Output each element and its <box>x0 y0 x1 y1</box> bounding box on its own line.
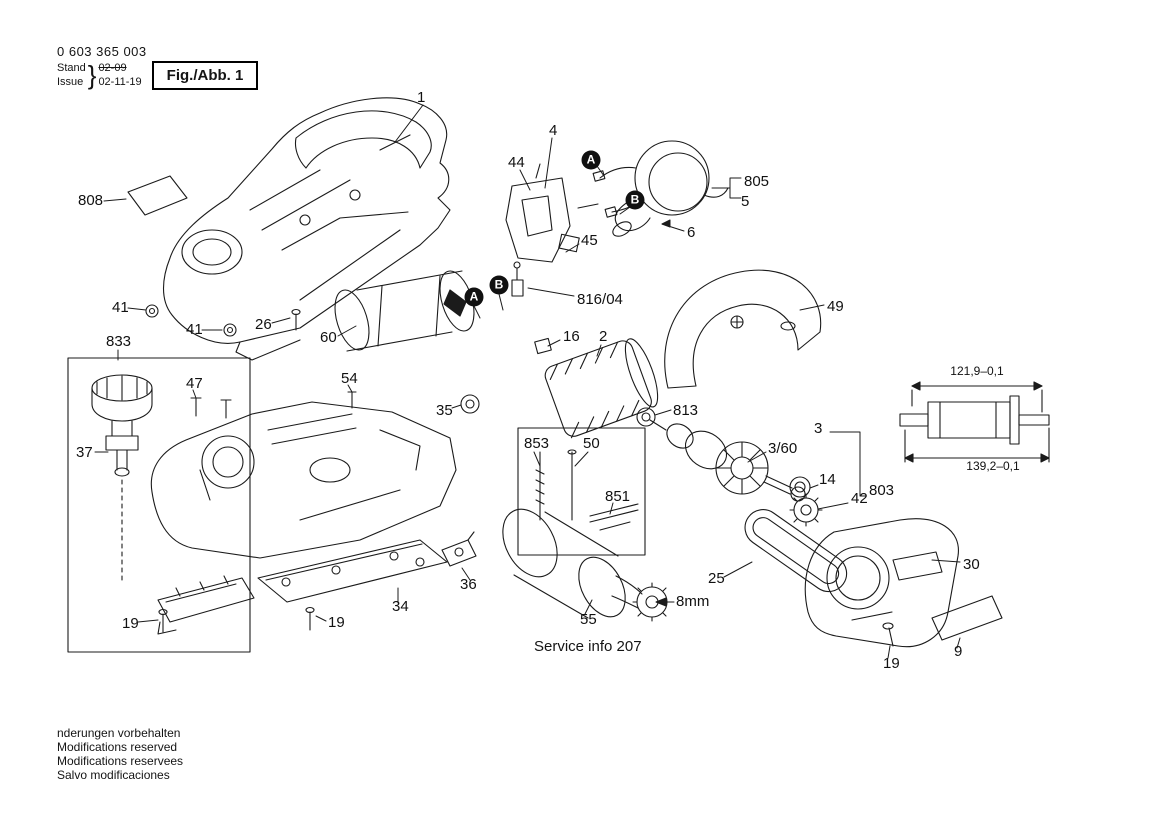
figure-label: Fig./Abb. 1 <box>166 67 244 84</box>
pulley-42-drawing <box>789 493 823 527</box>
belt-25-drawing <box>744 509 848 593</box>
clip-36-drawing <box>441 531 477 567</box>
footer-line-en: Modifications reserved <box>57 740 178 754</box>
depth-knob-833-drawing <box>91 374 153 581</box>
screw-19-mid-drawing <box>305 606 315 631</box>
base-plate-34-drawing <box>257 539 448 603</box>
screw-19-left-drawing <box>158 608 168 633</box>
stand-label: Stand <box>57 62 86 74</box>
screw-19-right-drawing <box>882 622 894 647</box>
blade-9-drawing <box>931 595 1003 641</box>
washers-41-drawing <box>145 304 237 337</box>
armature-drawing <box>649 419 806 502</box>
footer-line-es: Salvo modificaciones <box>57 768 170 782</box>
belt-cover-30-drawing <box>804 518 959 648</box>
pin-54-drawing <box>347 391 357 409</box>
bearing-14-drawing <box>789 476 811 498</box>
brush-holder-16-drawing <box>534 337 552 355</box>
bearing-813-drawing <box>636 407 656 427</box>
switch-44-drawing <box>505 163 599 263</box>
stator-2-drawing <box>544 338 659 439</box>
base-housing-drawing <box>150 401 457 559</box>
drum-60-drawing <box>334 270 475 352</box>
dimension-drawing <box>899 381 1050 463</box>
rear-handle-49-drawing <box>664 269 822 389</box>
motor-55-drawing <box>502 508 672 622</box>
main-housing-drawing <box>162 97 451 361</box>
issue-value: 02-11-19 <box>98 76 142 88</box>
brace-glyph: } <box>87 60 97 90</box>
leader-lines <box>94 104 961 659</box>
figure-label-box: Fig./Abb. 1 <box>152 61 258 90</box>
issue-label: Issue <box>57 76 84 88</box>
stand-issue-block: Stand Issue } 02-09 02-11-19 <box>57 61 147 89</box>
blade-parts-box <box>517 427 646 556</box>
footer-notes: nderungen vorbehalten Modifications rese… <box>57 726 183 782</box>
front-plate-drawing <box>157 575 255 635</box>
footer-line-de: nderungen vorbehalten <box>57 726 181 740</box>
footer-line-fr: Modifications reservees <box>57 754 184 768</box>
bearing-35-drawing <box>460 394 480 414</box>
screw-26-drawing <box>291 308 301 331</box>
power-cord-drawing <box>592 140 729 237</box>
nameplate-808-drawing <box>127 175 188 216</box>
screws-47-drawing <box>190 397 232 419</box>
order-number: 0 603 365 003 <box>57 44 147 59</box>
brush-816-drawing <box>511 261 524 297</box>
service-note: Service info 207 <box>534 638 642 655</box>
stand-value: 02-09 <box>98 62 127 74</box>
depth-knob-box <box>67 357 251 653</box>
title-block: 0 603 365 003 Stand Issue } 02-09 02-11-… <box>57 44 147 89</box>
